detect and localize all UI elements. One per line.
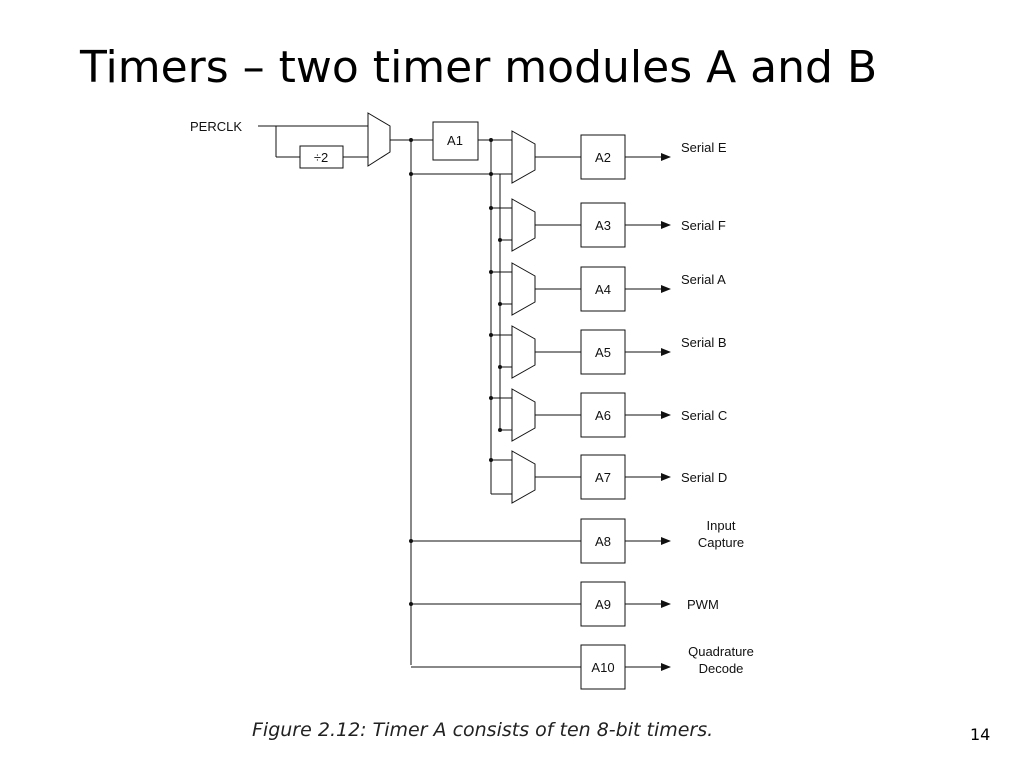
junction-dot: [489, 172, 493, 176]
input-mux: [367, 112, 391, 167]
page-number: 14: [970, 725, 991, 744]
timer-box-a10: [580, 644, 626, 690]
timer-label-a7: A7: [595, 470, 611, 485]
timer-label-a5: A5: [595, 345, 611, 360]
output-label: PWM: [687, 597, 719, 612]
output-label: Serial F: [681, 218, 726, 233]
timer-mux: [511, 450, 536, 504]
junction-dot: [489, 333, 493, 337]
timer-label-a6: A6: [595, 408, 611, 423]
a1-label: A1: [447, 133, 463, 148]
output-label: Quadrature: [688, 644, 754, 659]
timer-label-a4: A4: [595, 282, 611, 297]
junction-dot: [498, 302, 502, 306]
timer-mux: [511, 198, 536, 252]
output-label: Serial B: [681, 335, 727, 350]
junction-dot: [489, 458, 493, 462]
diagram-caption: Figure 2.12: Timer A consists of ten 8-b…: [252, 719, 713, 741]
timer-label-a8: A8: [595, 534, 611, 549]
junction-dot: [489, 270, 493, 274]
junction-dot: [498, 238, 502, 242]
junction-dot: [489, 396, 493, 400]
junction-dot: [409, 539, 413, 543]
junction-dot: [489, 206, 493, 210]
timer-label-a3: A3: [595, 218, 611, 233]
output-label: Serial E: [681, 140, 727, 155]
timer-rows: A2 Serial E A3 Serial F A4 Serial A A5 Serial B…: [409, 130, 754, 690]
output-label: Decode: [699, 661, 744, 676]
timer-label-a2: A2: [595, 150, 611, 165]
output-label: Input: [707, 518, 736, 533]
timer-label-a10: A10: [591, 660, 614, 675]
timer-box-a7: [580, 454, 626, 500]
timer-box-a3: [580, 202, 626, 248]
timer-mux: [511, 325, 536, 379]
junction-dot: [409, 172, 413, 176]
timer-label-a9: A9: [595, 597, 611, 612]
divider-label: ÷2: [314, 150, 328, 165]
slide-title: Timers – two timer modules A and B: [80, 42, 878, 93]
junction-dot: [489, 138, 493, 142]
timer-box-a4: [580, 266, 626, 312]
timer-box-a5: [580, 329, 626, 375]
timer-mux: [511, 262, 536, 316]
output-label: Serial D: [681, 470, 727, 485]
junction-dot: [498, 365, 502, 369]
junction-dot: [498, 428, 502, 432]
timer-box-a8: [580, 518, 626, 564]
output-label: Capture: [698, 535, 744, 550]
perclk-label: PERCLK: [190, 119, 242, 134]
junction-dot: [409, 602, 413, 606]
a1-prescaler-box: [432, 121, 479, 161]
timer-mux: [511, 388, 536, 442]
output-label: Serial A: [681, 272, 726, 287]
timer-mux: [511, 130, 536, 184]
output-label: Serial C: [681, 408, 727, 423]
junction-dot: [409, 138, 413, 142]
